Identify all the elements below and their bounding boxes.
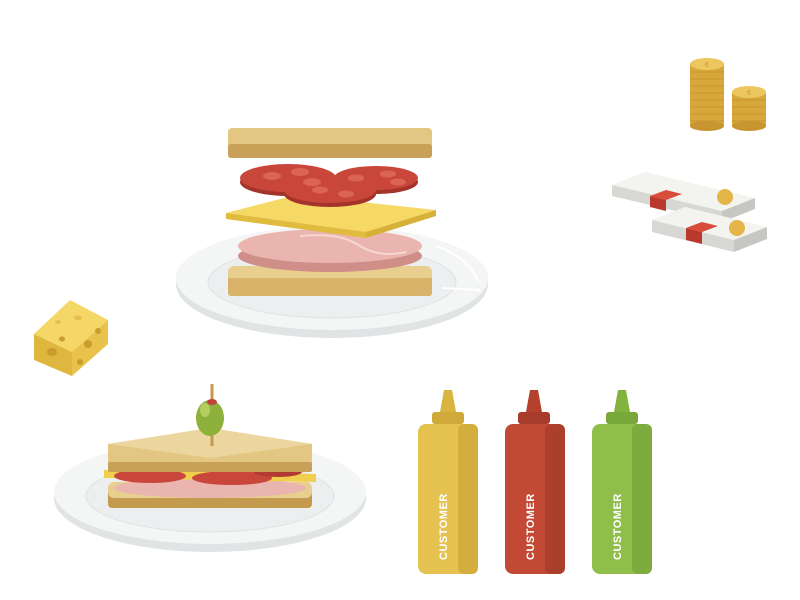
tomato-slices [240,164,418,207]
cheese-wedge-icon [34,300,108,376]
coin-stack-icon: € € [690,58,766,131]
ketchup-bottle: CUSTOMER [505,390,565,574]
bread-slice-bottom [228,266,432,296]
sandwich-exploded [226,128,436,296]
bottle-label: CUSTOMER [525,493,537,560]
bread-slice-top [228,128,432,158]
svg-text:€: € [705,62,709,69]
ham-slice [238,229,422,272]
bottle-label: CUSTOMER [612,493,624,560]
sandwich-assembled [104,428,316,508]
banknote-bundle-icon [612,172,767,252]
cheese-slice [226,195,436,238]
mustard-bottle: CUSTOMER [418,390,478,574]
relish-bottle: CUSTOMER [592,390,652,574]
svg-text:€: € [747,90,751,97]
bottle-label: CUSTOMER [438,493,450,560]
olive-toothpick-icon [196,384,224,446]
